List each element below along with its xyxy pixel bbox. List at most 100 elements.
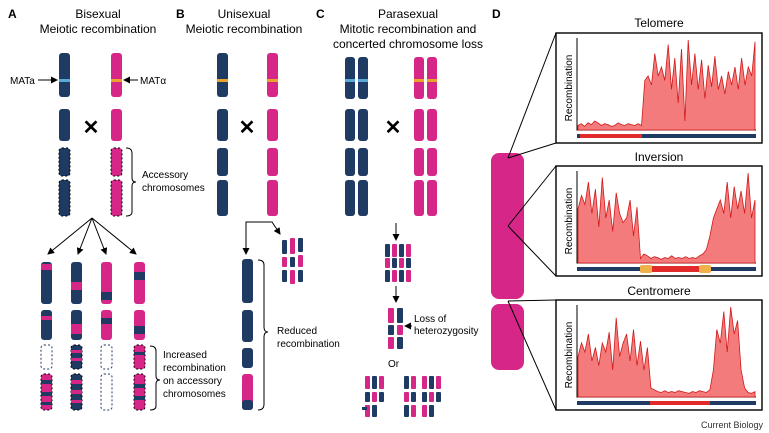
y-axis-label-centromere: Recombination [564,322,575,389]
progeny2-accessory-1 [70,344,83,370]
plot-title-telomere: Telomere [634,16,684,30]
panel-a-result-line2: recombination [163,363,226,374]
c-diploid-loh [388,308,403,349]
accessory-chromosome-navy-2 [58,179,71,217]
progeny1-chr2 [41,310,52,340]
mat-a-label: MATa [10,76,35,87]
track-telomere [577,134,756,138]
panel-a: A Bisexual Meiotic recombination MATa MA… [8,7,226,411]
panel-a-result-line4: chromosomes [163,389,226,400]
zoom-line-centromere-b [507,300,557,411]
progeny4-chr1 [134,262,145,304]
panel-b: B Unisexual Meiotic recombination ✕ [176,7,340,411]
track-inversion-highlight [640,266,711,272]
accessory-chromosome-magenta-2 [110,179,123,217]
meiosis-arrow-1 [47,217,93,255]
b-chromosome-navy-1 [217,53,228,97]
plot-title-centromere: Centromere [627,284,691,298]
panel-c-letter: C [316,7,325,21]
c-magenta-pair [414,57,437,216]
reduced-bracket [257,259,269,411]
zoom-line-telomere-b [507,142,557,159]
panel-c-title-line2: Mitotic recombination and [340,22,477,36]
y-axis-label-inversion: Recombination [564,188,575,255]
plot-title-inversion: Inversion [635,150,684,164]
b-chromosome-magenta-1 [267,53,278,97]
mat-alpha-locus [111,79,122,82]
zoom-line-inversion-b [507,225,557,277]
progeny4-accessory-2 [133,373,146,411]
accessory-label-line2: chromosomes [142,183,205,194]
panel-a-title-line1: Bisexual [75,7,120,21]
b-chromosome-magenta-3 [267,148,278,176]
chromosome-navy-1 [59,53,70,97]
loh-label-line1: Loss of [414,314,446,325]
track-telomere-highlight [580,134,642,138]
or-label: Or [388,359,400,370]
progeny3-chr2 [101,310,112,340]
panel-a-title-line2: Meiotic recombination [40,22,157,36]
mat-a-locus [59,79,70,82]
c-alt-1 [362,376,384,417]
accessory-chromosome-navy-1 [58,147,71,177]
progeny1-accessory-lost [40,344,53,370]
panel-a-result-line3: on accessory [163,376,222,387]
inversion-breakpoint-right [699,265,711,273]
chromosome-navy-2 [59,109,70,141]
c-alt-2 [404,376,416,417]
mat-alpha-label: MATα [140,76,166,87]
panel-b-result-line2: recombination [277,339,340,350]
zoom-line-inversion-a [507,165,557,227]
meiosis-arrow-3 [91,217,108,255]
panel-b-letter: B [176,7,185,21]
c-navy-pair [345,57,368,216]
progeny4-chr2 [134,310,145,340]
zoom-line-telomere-a [507,32,557,159]
c-alt-3 [422,376,441,417]
y-axis-label-telomere: Recombination [564,55,575,122]
b-progeny-chr2 [242,310,253,342]
panel-a-result-line1: Increased [163,350,207,361]
increased-bracket [149,345,161,411]
meiosis-arrow-4 [91,217,137,255]
b-chromosome-navy-2 [217,109,228,141]
b-mini-chromosomes [282,238,303,284]
b-split-arrow [245,221,281,250]
accessory-bracket [125,147,137,217]
progeny3-accessory-lost-2 [100,373,113,411]
c-tetraploid [385,244,411,282]
chromosome-magenta-2 [111,109,122,141]
progeny3-accessory-lost [100,344,113,370]
recombination-area-centromere [577,306,756,398]
cross-symbol-b: ✕ [239,117,256,139]
progeny4-accessory-1 [133,344,146,370]
meiosis-arrow-2 [76,217,93,255]
b-chromosome-navy-3 [217,148,228,176]
recombination-area-telomere [577,39,756,131]
panel-c-title-line3: concerted chromosome loss [333,37,483,51]
accessory-label-line1: Accessory [142,170,188,181]
b-chromosome-navy-4 [217,180,228,216]
panel-d-letter: D [492,7,501,21]
b-chromosome-magenta-4 [267,180,278,216]
panel-b-title-line1: Unisexual [218,7,271,21]
accessory-chromosome-magenta-1 [110,147,123,177]
panel-d: D Telomere Inversion Centromere Recombin… [491,7,763,411]
chromosome-small-arm [491,304,524,370]
panel-c-title-line1: Parasexual [378,7,438,21]
chromosome-magenta-1 [111,53,122,97]
panel-b-result-line1: Reduced [277,326,317,337]
loh-label-line2: heterozygosity [414,326,478,337]
b-progeny-chr1 [242,259,253,303]
cross-symbol-c: ✕ [385,117,402,139]
journal-credit: Current Biology [701,420,764,430]
cross-symbol-a: ✕ [83,117,100,139]
chromosome-large-arm [491,153,524,299]
b-chromosome-magenta-2 [267,109,278,141]
recombination-area-inversion [577,172,756,264]
track-centromere-highlight [650,401,710,405]
panel-c: C Parasexual Mitotic recombination and c… [316,7,483,417]
panel-b-title-line2: Meiotic recombination [186,22,303,36]
panel-a-letter: A [8,7,17,21]
